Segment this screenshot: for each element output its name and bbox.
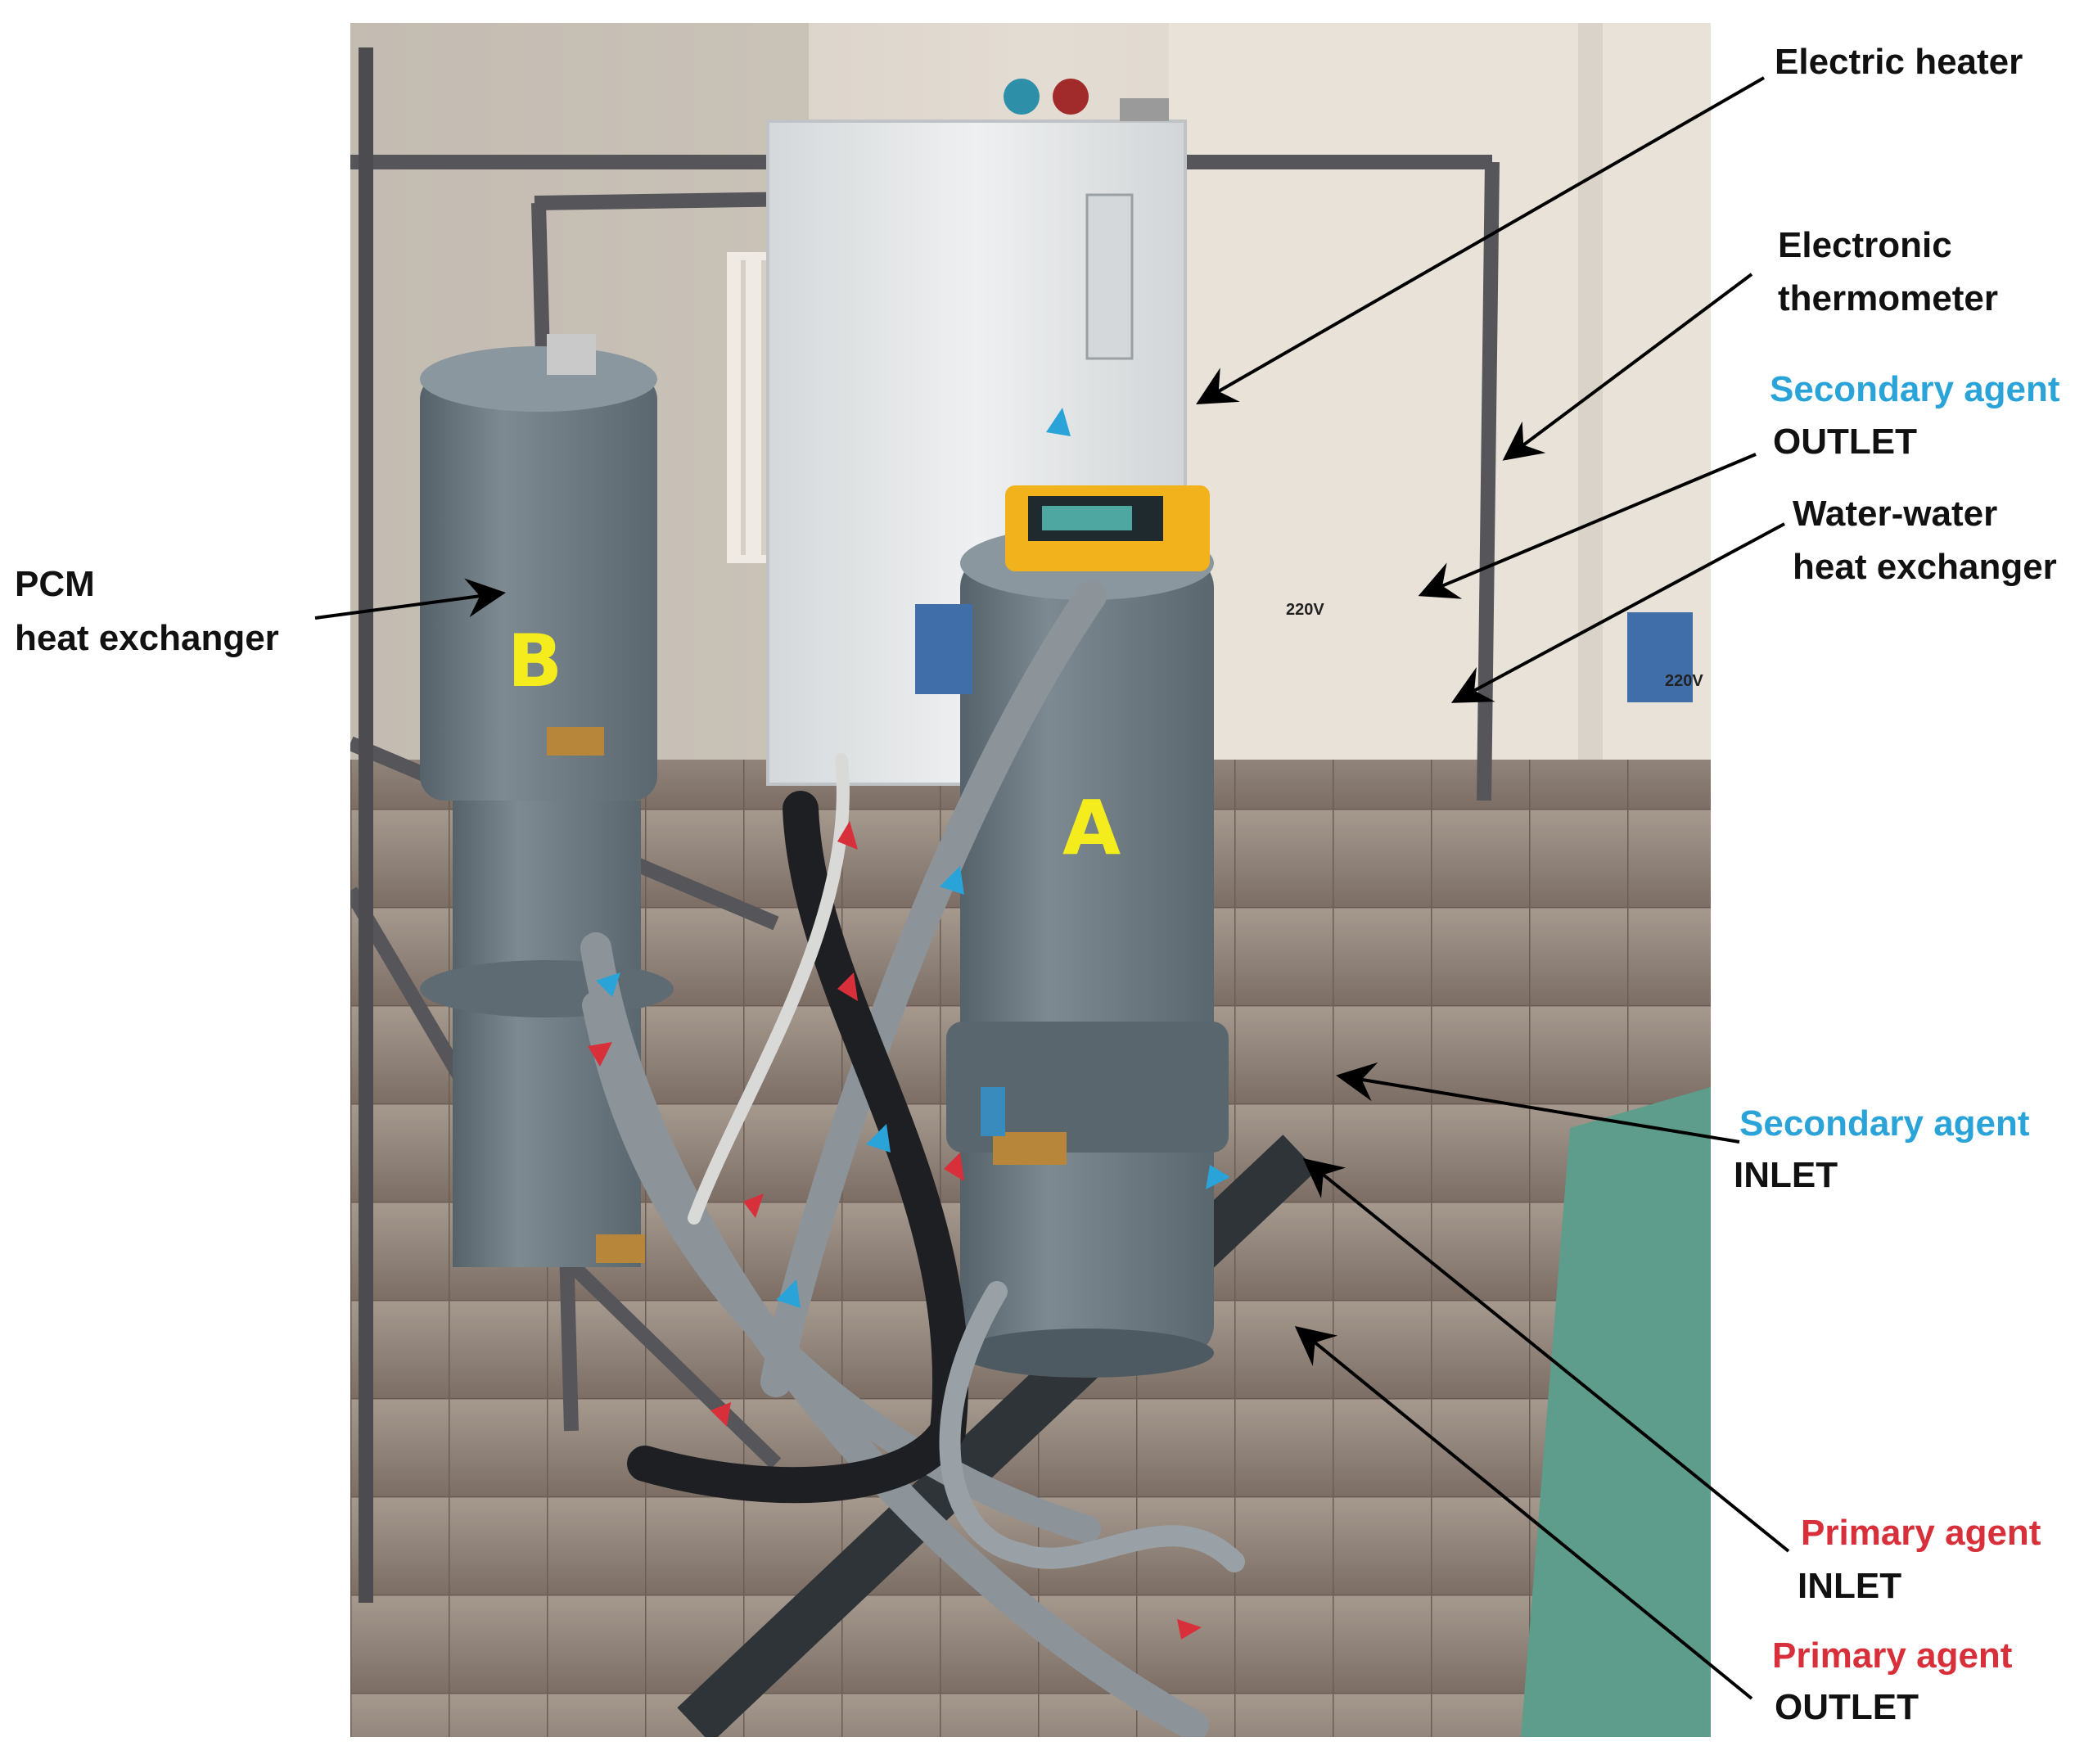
blue-flow-arrow-icon [776, 1279, 801, 1308]
red-flow-arrow-icon [710, 1402, 731, 1427]
red-flow-arrow-icon [588, 1042, 612, 1067]
socket-label: 220V [1286, 601, 1324, 619]
red-flow-arrow-icon [1177, 1619, 1202, 1640]
blue-flow-arrow-icon [1046, 408, 1071, 436]
red-flow-arrow-icon [743, 1193, 764, 1218]
blue-flow-arrow-icon [1206, 1165, 1230, 1189]
label-secondary-inlet-line2: INLET [1734, 1155, 1838, 1195]
red-flow-arrow-icon [944, 1153, 964, 1181]
valves [547, 727, 1067, 1263]
label-primary-inlet-line1: Primary agent [1801, 1513, 2041, 1553]
socket-label: 220V [1665, 672, 1703, 690]
blue-flow-arrow-icon [940, 866, 964, 895]
label-primary-outlet-line1: Primary agent [1772, 1635, 2013, 1676]
label-secondary-outlet-line1: Secondary agent [1770, 369, 2060, 409]
label-water-water-line1: Water-water [1793, 494, 1998, 534]
blue-flow-arrow-icon [596, 972, 620, 997]
red-flow-arrow-icon [837, 821, 858, 850]
flow-arrows [588, 408, 1230, 1640]
tank-b-letter: B [507, 619, 562, 703]
label-electric-heater: Electric heater [1775, 42, 2023, 82]
label-pcm-line1: PCM [15, 564, 95, 604]
label-electronic-thermometer-line2: thermometer [1778, 278, 1998, 318]
tank-a [946, 526, 1229, 1378]
tank-a-letter: A [1062, 784, 1121, 872]
red-flow-arrow-icon [837, 972, 858, 1001]
hoses [580, 580, 1245, 1737]
label-primary-outlet-line2: OUTLET [1775, 1687, 1919, 1727]
label-water-water-line2: heat exchanger [1793, 547, 2057, 587]
label-secondary-inlet-line1: Secondary agent [1739, 1103, 2030, 1144]
label-pcm-line2: heat exchanger [15, 618, 279, 658]
label-electronic-thermometer-line1: Electronic [1778, 225, 1952, 265]
label-secondary-outlet-line2: OUTLET [1773, 422, 1917, 462]
blue-flow-arrow-icon [866, 1124, 891, 1153]
electronic-thermometer [1005, 485, 1210, 571]
label-primary-inlet-line2: INLET [1798, 1566, 1902, 1606]
lab-setup-photo: B A 220V 220V [350, 23, 1711, 1737]
